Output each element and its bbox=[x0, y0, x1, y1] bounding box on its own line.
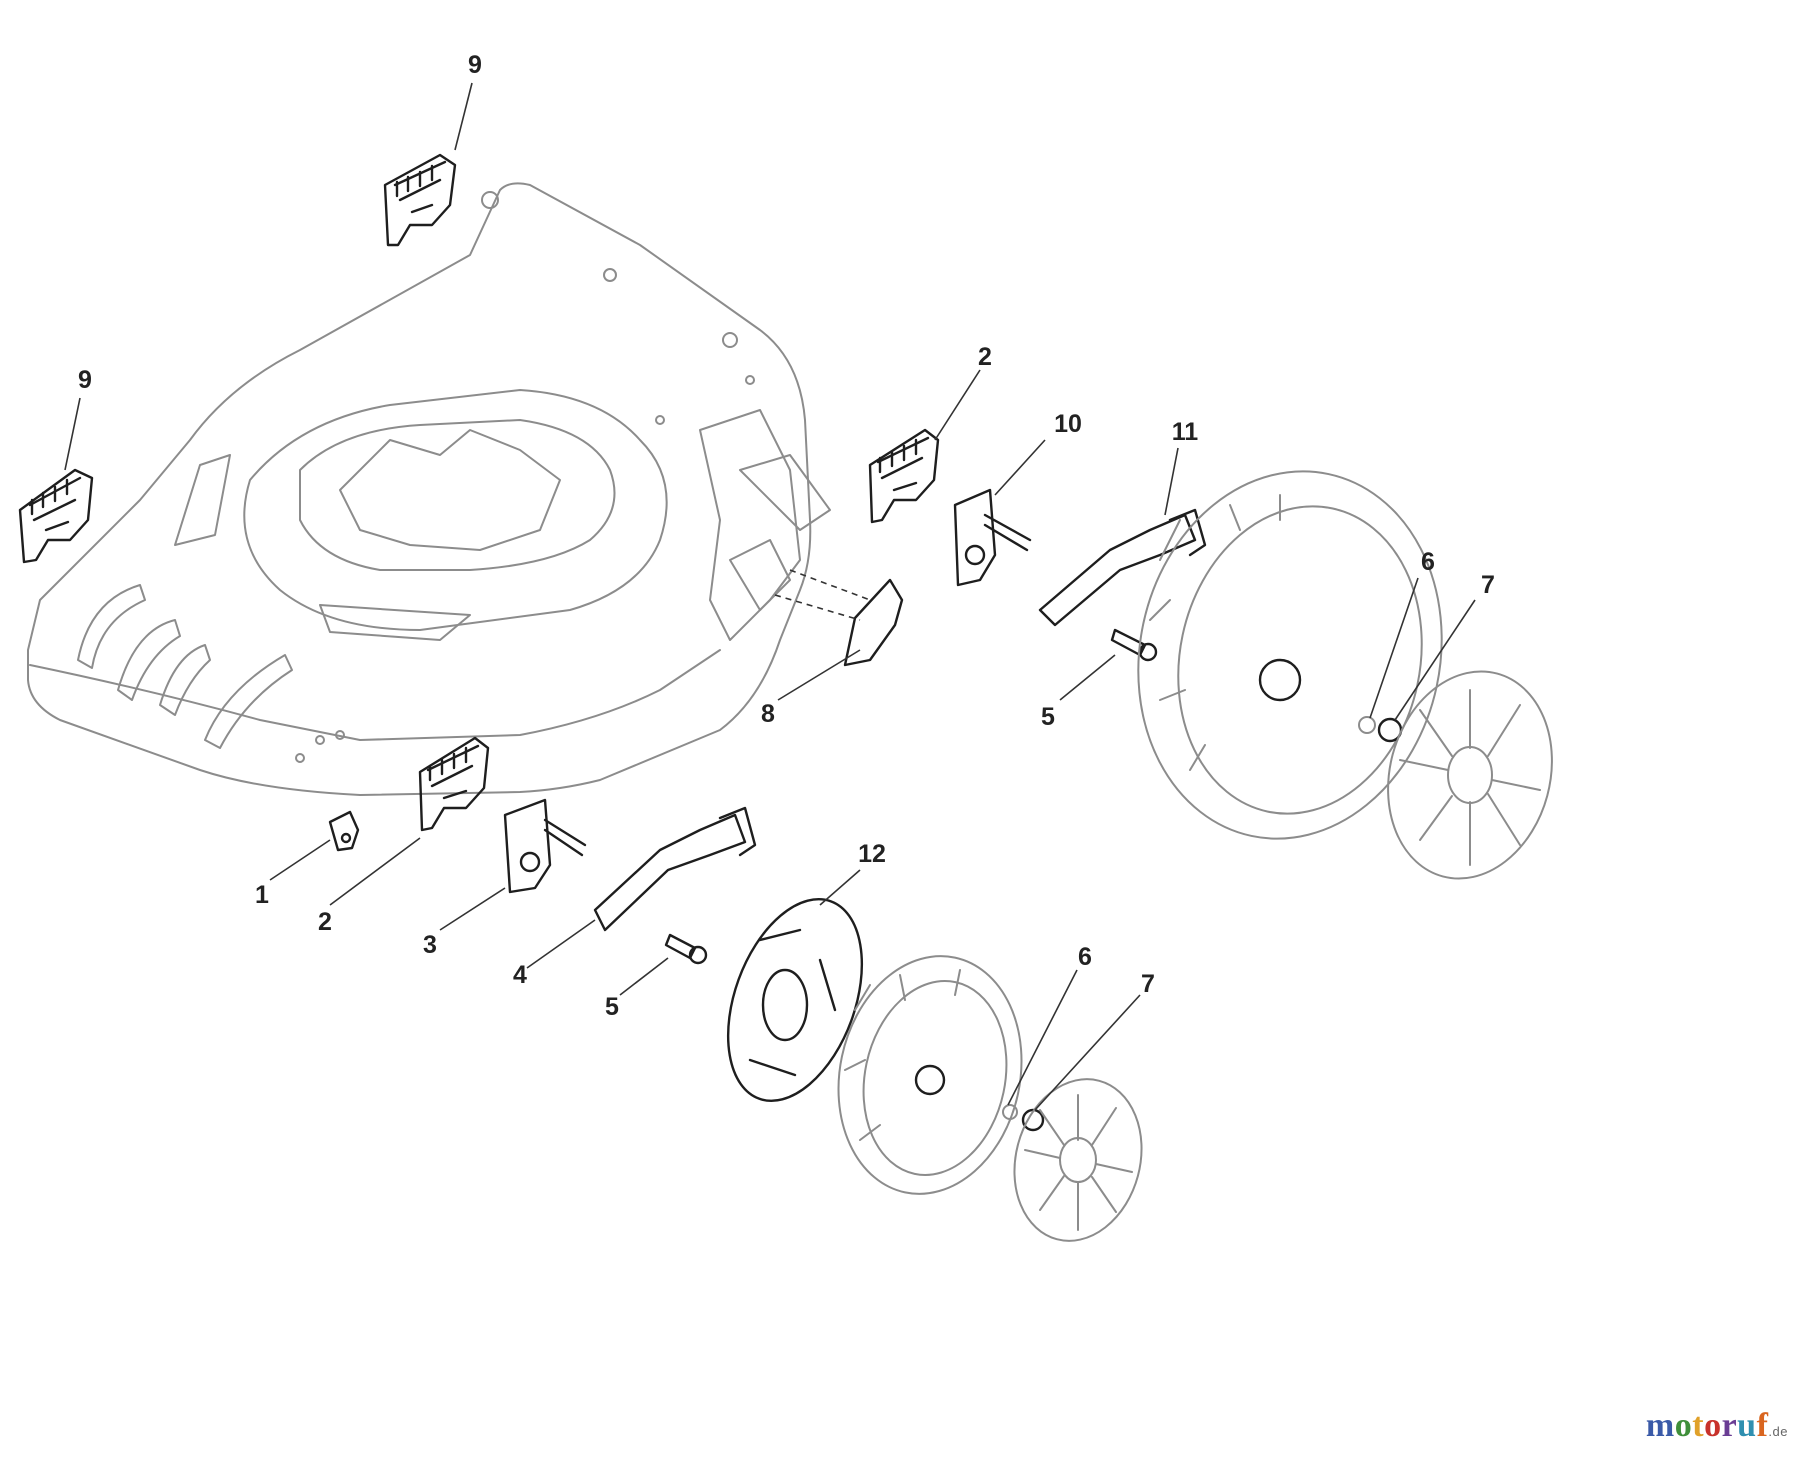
front-wheel-left bbox=[837, 955, 1023, 1195]
callout-5-left: 5 bbox=[605, 993, 619, 1021]
washer-part-6-left bbox=[1002, 1104, 1018, 1120]
callout-2-left: 2 bbox=[318, 908, 332, 936]
callout-4: 4 bbox=[513, 961, 527, 989]
leader-lines bbox=[64, 82, 1476, 1111]
clip-part-1 bbox=[328, 810, 360, 852]
axle-mount-part-10 bbox=[953, 488, 1032, 587]
height-label-2-right bbox=[868, 428, 940, 524]
callout-3: 3 bbox=[423, 931, 437, 959]
watermark-letter: o bbox=[1674, 1407, 1693, 1444]
callout-7-left: 7 bbox=[1141, 970, 1155, 998]
wheel-part-12 bbox=[726, 898, 864, 1102]
callout-2-right: 2 bbox=[978, 343, 992, 371]
rear-wheel-right bbox=[1137, 470, 1443, 840]
watermark-suffix: .de bbox=[1768, 1424, 1788, 1439]
bracket-part-8 bbox=[774, 569, 904, 667]
callout-10: 10 bbox=[1054, 410, 1082, 438]
callout-6-right: 6 bbox=[1421, 548, 1435, 576]
watermark-letter: t bbox=[1692, 1407, 1705, 1444]
mower-deck bbox=[27, 182, 831, 796]
callout-6-left: 6 bbox=[1078, 943, 1092, 971]
height-label-2-left bbox=[418, 736, 490, 832]
height-label-9-top bbox=[383, 153, 457, 247]
watermark-letter: u bbox=[1737, 1407, 1757, 1444]
callout-11: 11 bbox=[1172, 418, 1199, 446]
height-lever-part-11 bbox=[1038, 508, 1207, 627]
bolt-part-5-right bbox=[1110, 628, 1158, 662]
hubcap-right bbox=[1387, 670, 1553, 880]
watermark-letter: m bbox=[1645, 1407, 1675, 1444]
bolt-part-5-left bbox=[664, 933, 708, 965]
callout-5-right: 5 bbox=[1041, 703, 1055, 731]
height-lever-part-4 bbox=[593, 806, 757, 932]
callout-9-left: 9 bbox=[78, 366, 92, 394]
nut-part-7-left bbox=[1021, 1108, 1045, 1132]
watermark-letter: f bbox=[1756, 1407, 1769, 1444]
callout-1: 1 bbox=[255, 881, 269, 909]
callout-8: 8 bbox=[761, 700, 775, 728]
callout-labels: 9 9 2 10 11 6 7 8 5 12 1 2 3 4 5 6 7 bbox=[78, 51, 1495, 1021]
watermark-letter: r bbox=[1721, 1407, 1738, 1444]
watermark-letter: o bbox=[1704, 1407, 1722, 1444]
callout-12: 12 bbox=[858, 840, 886, 868]
motoruf-watermark: motoruf.de bbox=[1646, 1407, 1788, 1445]
axle-mount-part-3 bbox=[503, 798, 587, 894]
callout-9-top: 9 bbox=[468, 51, 482, 79]
washer-part-6-right bbox=[1358, 716, 1376, 734]
callout-7-right: 7 bbox=[1481, 571, 1495, 599]
hubcap-left bbox=[1013, 1078, 1143, 1242]
height-label-9-left bbox=[18, 468, 94, 564]
